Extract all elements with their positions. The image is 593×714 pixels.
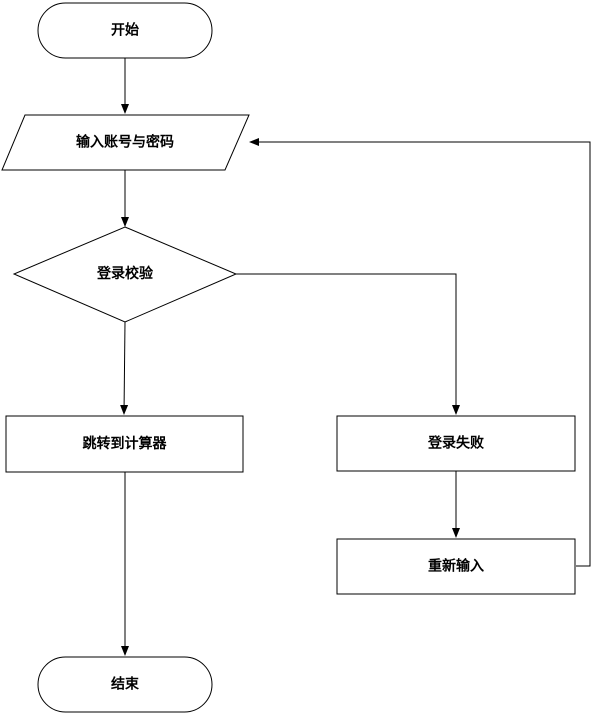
fail-process-shape (336, 415, 576, 472)
node-reenter: 重新输入 (336, 538, 576, 595)
node-input: 输入账号与密码 (1, 114, 250, 171)
node-end: 结束 (37, 656, 213, 713)
start-terminal-shape (37, 2, 213, 59)
verify-decision-shape (12, 226, 238, 323)
edge-verify-to-goto-calc (120, 321, 129, 415)
end-terminal-shape (37, 656, 213, 713)
reenter-label: 重新输入 (428, 558, 484, 575)
node-goto-calc: 跳转到计算器 (5, 415, 244, 473)
input-parallelogram-shape (1, 114, 250, 171)
reenter-process-shape (336, 538, 576, 595)
node-fail: 登录失败 (336, 415, 576, 472)
start-label: 开始 (111, 22, 139, 39)
node-verify: 登录校验 (12, 226, 238, 323)
goto-calc-label: 跳转到计算器 (83, 435, 168, 452)
edges (120, 58, 591, 656)
node-start: 开始 (37, 2, 213, 59)
goto-calc-process-shape (5, 415, 244, 473)
input-label: 输入账号与密码 (76, 134, 174, 151)
edge-verify-to-fail (236, 273, 460, 415)
verify-label: 登录校验 (96, 265, 154, 282)
edge-reenter-to-input (249, 138, 591, 567)
fail-label: 登录失败 (427, 435, 485, 452)
end-label: 结束 (111, 676, 140, 693)
